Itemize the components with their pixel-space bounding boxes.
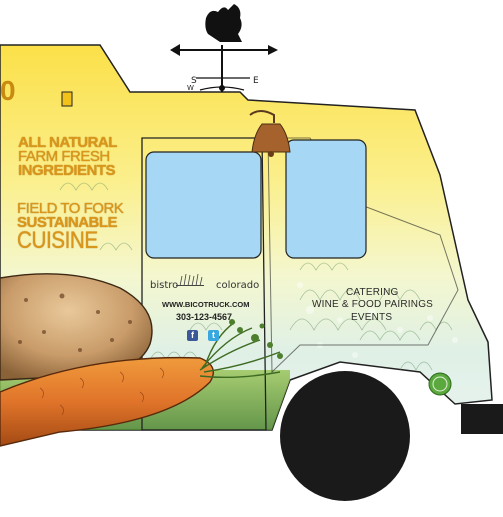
- brand-colorado: colorado: [216, 280, 260, 291]
- truck-number-badge: 0: [0, 75, 16, 106]
- service-events: EVENTS: [351, 312, 393, 323]
- website-text: WWW.BICOTRUCK.COM: [162, 300, 250, 309]
- slogan-line-5: SUSTAINABLE: [17, 214, 118, 231]
- brand-bistro: bistro: [150, 280, 179, 291]
- bell-icon: [249, 110, 291, 157]
- facebook-icon: f: [187, 330, 198, 341]
- slogan-line-3: INGREDIENTS: [18, 162, 116, 179]
- slogan-line-1: ALL NATURAL: [18, 134, 117, 151]
- compass-west: W: [187, 84, 194, 92]
- compass-east: E: [253, 76, 259, 86]
- service-wine-pairings: WINE & FOOD PAIRINGS: [312, 299, 434, 310]
- window-left: [145, 151, 262, 259]
- rooster-weathervane-icon: [170, 4, 278, 92]
- slogan-line-4: FIELD TO FORK: [17, 200, 124, 217]
- marker-light: [61, 91, 73, 107]
- window-right: [285, 139, 367, 259]
- carrot-icon: [0, 319, 283, 447]
- slogan-line-2: FARM FRESH: [18, 148, 110, 165]
- herb-pattern: [59, 182, 458, 371]
- wheat-logo-icon: [176, 273, 204, 287]
- slogan-line-6: CUISINE: [17, 227, 98, 254]
- front-bumper: [461, 404, 503, 434]
- twitter-icon: t: [208, 330, 219, 341]
- compass-south: S: [191, 76, 197, 86]
- organic-seal-icon: [428, 372, 452, 396]
- phone-number: 303-123-4567: [176, 312, 233, 322]
- service-catering: CATERING: [346, 287, 399, 298]
